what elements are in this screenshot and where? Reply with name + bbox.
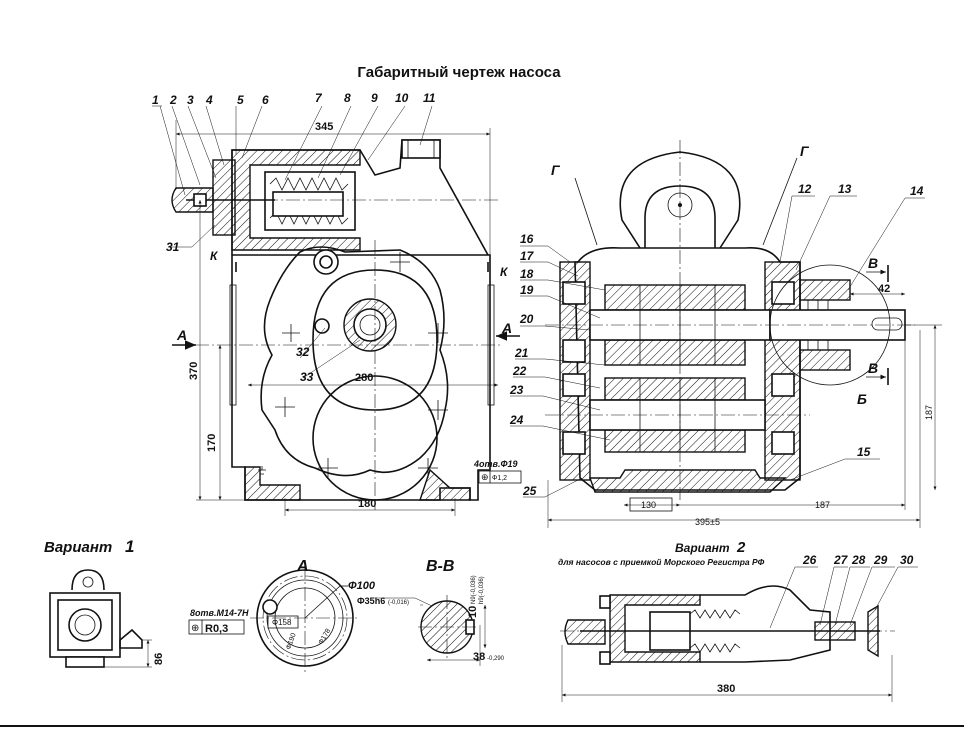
drawing-title: Габаритный чертеж насоса: [357, 64, 561, 81]
dim-86: 86: [153, 653, 165, 665]
tol-19: Ф1,2: [492, 475, 507, 482]
tol-r03: R0,3: [205, 623, 228, 635]
callout-33: 33: [300, 370, 314, 384]
callout-15: 15: [857, 445, 871, 459]
dim-38: 38: [473, 651, 485, 663]
tol-position-symbol: ⊕: [481, 472, 489, 482]
mark-g-right: Г: [800, 143, 810, 159]
callout-31: 31: [166, 240, 180, 254]
dim-280: 280: [355, 372, 373, 384]
dim-395: 395±5: [695, 517, 720, 527]
variant-2-subtitle: для насосов с приемкой Морского Регистра…: [558, 557, 765, 567]
callout-20: 20: [519, 312, 534, 326]
mark-b-detail: Б: [857, 391, 867, 407]
callout-29: 29: [873, 553, 888, 567]
dim-170: 170: [206, 434, 218, 452]
callouts-right: [510, 195, 925, 498]
callout-5: 5: [237, 93, 244, 107]
key-10-tol-2: h9(-0,036): [479, 576, 485, 604]
variant-1-title: Вариант: [44, 539, 112, 556]
callout-2: 2: [169, 93, 177, 107]
section-vv-label: В-В: [426, 558, 454, 575]
callout-22: 22: [512, 364, 527, 378]
callout-7: 7: [315, 91, 323, 105]
callout-23: 23: [509, 383, 524, 397]
callout-1: 1: [152, 93, 159, 107]
holes-4: 4отв.Ф19: [473, 459, 517, 469]
section-vv-shaft: [370, 595, 487, 666]
mark-a-right: А: [501, 320, 512, 336]
mark-v-top: В: [868, 255, 878, 271]
callout-28: 28: [851, 553, 866, 567]
variant-2-number: 2: [736, 539, 746, 556]
dim-380: 380: [717, 683, 735, 695]
callout-26: 26: [802, 553, 817, 567]
mark-a-left: А: [176, 327, 187, 343]
side-view: [171, 139, 520, 510]
dim-38-tol: -0,290: [487, 656, 505, 662]
section-view-dimensions: [547, 292, 942, 528]
callout-21: 21: [514, 346, 529, 360]
variant-1-number: 1: [125, 537, 134, 556]
dim-187-horizontal: 187: [815, 500, 830, 510]
callout-11: 11: [423, 91, 436, 105]
variant-1-sketch: [49, 569, 152, 668]
side-view-dimensions: [175, 120, 498, 516]
variant-2-sketch: [560, 566, 918, 702]
callouts-left: [152, 105, 433, 379]
callout-14: 14: [910, 184, 924, 198]
tol-position-symbol-2: ⊕: [191, 623, 199, 634]
dim-42: 42: [878, 283, 890, 295]
callout-30: 30: [900, 553, 914, 567]
view-a-flange: [250, 565, 360, 672]
callout-8: 8: [344, 91, 351, 105]
callout-13: 13: [838, 182, 852, 196]
callout-17: 17: [520, 249, 535, 263]
phi-178: Ф178: [318, 628, 333, 646]
phi-100: Ф100: [348, 580, 376, 592]
variant-2-title: Вариант: [675, 541, 730, 555]
callout-32: 32: [296, 345, 310, 359]
mark-v-bottom: В: [868, 360, 878, 376]
mark-k-left: К: [210, 249, 219, 263]
dim-187-vertical: 187: [924, 405, 934, 420]
callout-10: 10: [395, 91, 409, 105]
callout-12: 12: [798, 182, 812, 196]
callout-16: 16: [520, 232, 534, 246]
view-a-label: А: [296, 558, 309, 575]
callout-3: 3: [187, 93, 194, 107]
callout-9: 9: [371, 91, 378, 105]
callout-18: 18: [520, 267, 534, 281]
mark-g-left: Г: [551, 162, 561, 178]
dim-345: 345: [315, 121, 333, 133]
callout-27: 27: [833, 553, 849, 567]
phi-158: Ф158: [272, 618, 292, 627]
holes-8: 8отв.М14-7Н: [190, 608, 249, 618]
callout-4: 4: [205, 93, 213, 107]
dim-180: 180: [358, 498, 376, 510]
phi-35: Ф35h6: [357, 596, 385, 606]
callout-24: 24: [509, 413, 524, 427]
dim-130: 130: [641, 500, 656, 510]
callout-25: 25: [522, 484, 537, 498]
key-10-tol-1: N9(-0,036): [471, 575, 477, 604]
key-10: 10: [467, 606, 479, 618]
mark-k-right: К: [500, 265, 509, 279]
dim-370: 370: [188, 362, 200, 380]
section-view: [545, 140, 915, 500]
phi-35-tol: (-0,016): [388, 600, 409, 606]
callout-19: 19: [520, 283, 534, 297]
callout-6: 6: [262, 93, 269, 107]
phi-190: Ф190: [285, 632, 297, 650]
